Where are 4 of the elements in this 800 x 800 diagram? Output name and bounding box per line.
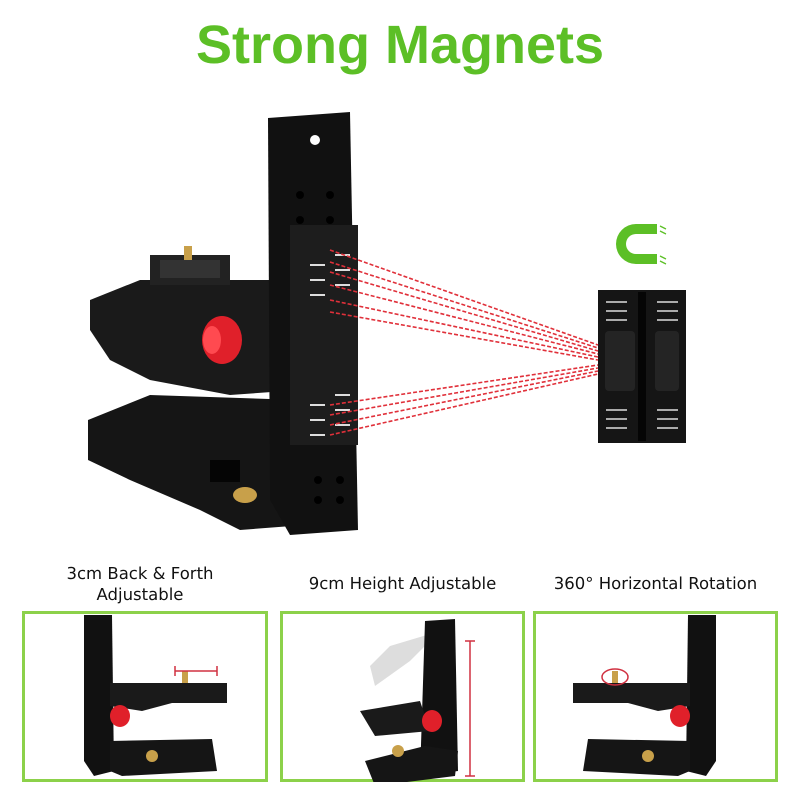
- panel-heading: 3cm Back & Forth Adjustable: [65, 563, 214, 605]
- title: Strong Magnets: [194, 14, 605, 76]
- panel-heading: 9cm Height Adjustable: [308, 573, 498, 594]
- panel-heading: 360° Horizontal Rotation: [552, 573, 758, 594]
